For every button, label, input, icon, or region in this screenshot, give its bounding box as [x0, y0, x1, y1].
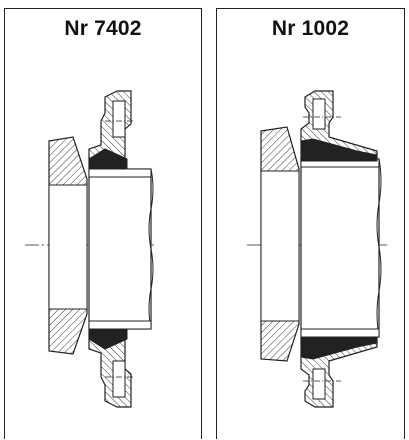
upper-gasket [300, 138, 378, 162]
lower-gasket [300, 336, 378, 360]
panel-nr-1002: Nr 1002 [216, 8, 405, 439]
pipe [88, 168, 152, 330]
panel-title: Nr 7402 [64, 17, 142, 40]
panel-nr-7402: Nr 7402 [4, 8, 202, 439]
pipe [300, 158, 380, 338]
lower-gasket [88, 328, 128, 350]
flange-cross-section-7402 [25, 90, 155, 408]
panel-title: Nr 1002 [271, 17, 350, 40]
upper-gasket [88, 148, 128, 170]
flange-cross-section-1002 [247, 90, 387, 408]
